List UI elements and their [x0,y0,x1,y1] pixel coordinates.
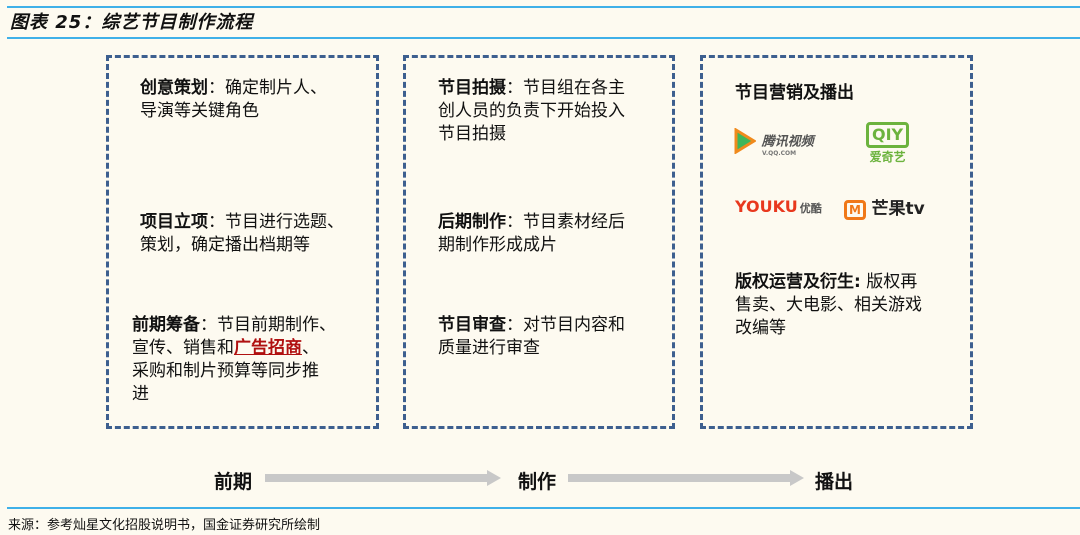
stage-broadcast: 播出 [815,471,854,493]
item-copyright: 版权运营及衍生: 版权再售卖、大电影、相关游戏改编等 [735,272,922,338]
item-review: 节目审查：对节目内容和质量进行审查 [438,315,625,358]
item-preparation: 前期筹备：节目前期制作、宣传、销售和广告招商、采购和制片预算等同步推进 [132,315,336,404]
item-project-approval: 项目立项：节目进行选题、策划，确定播出档期等 [140,212,344,255]
top-rule [7,6,1080,8]
tencent-video-logo: 腾讯视频 V.QQ.COM [734,127,814,157]
footer-rule [7,507,1080,509]
play-icon [734,127,757,155]
item-creative-planning: 创意策划：确定制片人、导演等关键角色 [140,78,327,121]
figure-title: 图表 25：综艺节目制作流程 [10,12,254,33]
iqiyi-logo: QIY 爱奇艺 [866,122,910,165]
arrow-right-icon [568,470,804,486]
box-pre-production [106,55,379,429]
arrow-right-icon [265,470,501,486]
mango-tv-logo: M 芒果tv [844,194,925,220]
marketing-heading: 节目营销及播出 [735,83,854,103]
source-note: 来源：参考灿星文化招股说明书，国金证券研究所绘制 [8,518,321,533]
title-rule [7,37,1080,39]
box-broadcast [700,55,973,429]
ad-sponsorship-highlight: 广告招商 [234,338,302,358]
item-post-production: 后期制作：节目素材经后期制作形成成片 [438,212,625,255]
item-shooting: 节目拍摄：节目组在各主创人员的负责下开始投入节目拍摄 [438,78,625,144]
stage-pre: 前期 [214,471,253,493]
box-production [403,55,675,429]
stage-production: 制作 [518,471,557,493]
